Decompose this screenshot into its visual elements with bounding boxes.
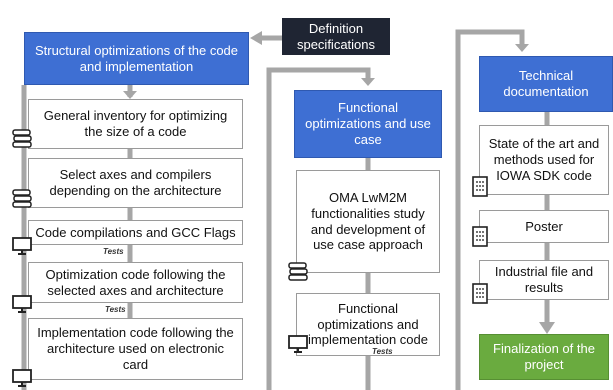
structural-header: Structural optimizations of the code and… bbox=[24, 32, 249, 85]
books-icon bbox=[12, 189, 32, 208]
functional-header: Functional optimizations and use case bbox=[294, 90, 442, 158]
tests-label: Tests bbox=[105, 305, 126, 314]
document-icon bbox=[472, 226, 488, 247]
computer-icon bbox=[12, 295, 32, 313]
computer-icon bbox=[288, 335, 308, 353]
col3-step-state-of-art: State of the art and methods used for IO… bbox=[479, 125, 609, 195]
technical-documentation-header: Technical documentation bbox=[479, 56, 613, 112]
col1-step-general-inventory: General inventory for optimizing the siz… bbox=[28, 99, 243, 149]
document-icon bbox=[472, 176, 488, 197]
tests-label: Tests bbox=[372, 347, 393, 356]
definition-specifications-box: Definition specifications bbox=[282, 18, 390, 55]
document-icon bbox=[472, 283, 488, 304]
col2-step-oma-study: OMA LwM2M functionalities study and deve… bbox=[296, 170, 440, 273]
books-icon bbox=[288, 262, 308, 281]
computer-icon bbox=[12, 369, 32, 387]
computer-icon bbox=[12, 237, 32, 255]
col1-step-implementation-code: Implementation code following the archit… bbox=[28, 318, 243, 380]
finalization-box: Finalization of the project bbox=[479, 334, 609, 380]
col1-step-select-axes: Select axes and compilers depending on t… bbox=[28, 158, 243, 208]
tests-label: Tests bbox=[103, 247, 124, 256]
col1-step-optimization-code: Optimization code following the selected… bbox=[28, 262, 243, 303]
col3-step-poster: Poster bbox=[479, 210, 609, 243]
col2-step-functional-impl: Functional optimizations and implementat… bbox=[296, 293, 440, 356]
books-icon bbox=[12, 129, 32, 148]
col1-step-code-compilations: Code compilations and GCC Flags bbox=[28, 220, 243, 245]
col3-step-industrial-file: Industrial file and results bbox=[479, 260, 609, 300]
